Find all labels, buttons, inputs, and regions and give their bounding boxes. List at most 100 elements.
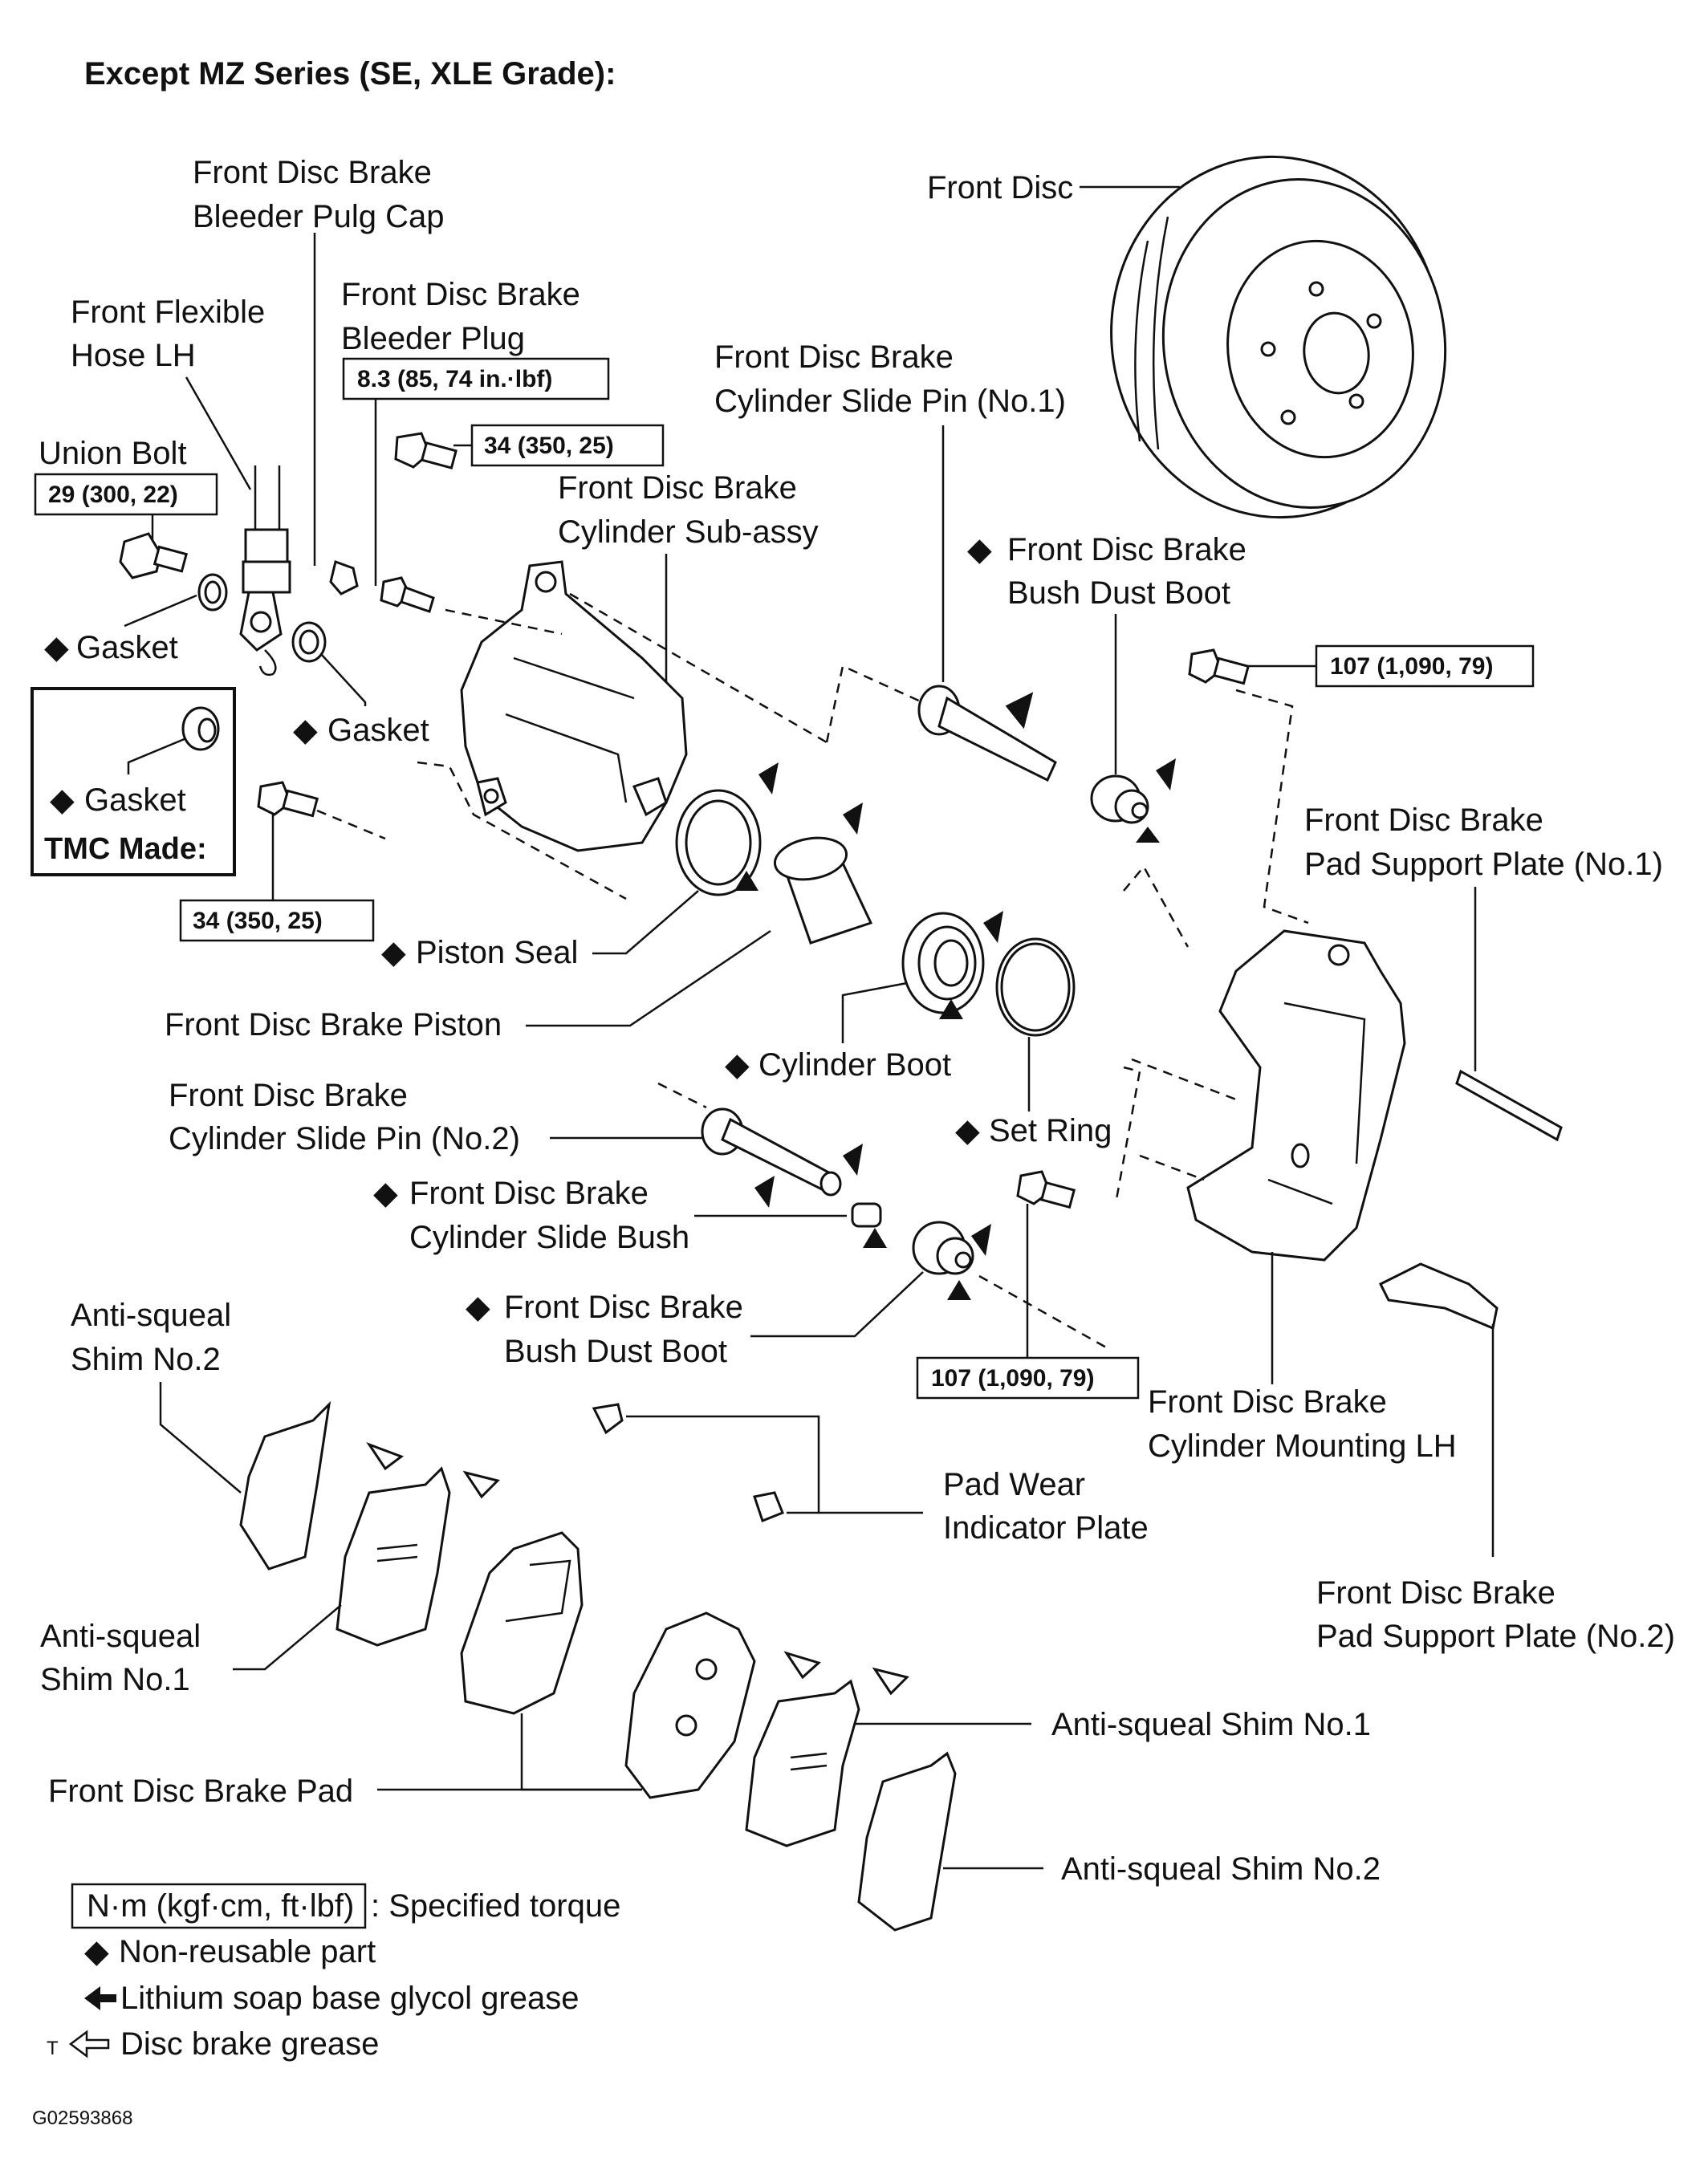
pad-wear-2-part — [753, 1491, 784, 1522]
legend-torque-desc: : Specified torque — [371, 1888, 620, 1924]
brake-pad-left-part — [460, 1531, 584, 1715]
diamond-gasket-tmc: ◆ — [50, 782, 75, 818]
shim2-left-part — [239, 1400, 331, 1571]
label-shim2-left-2: Shim No.2 — [71, 1342, 221, 1377]
torque-mount-top: 107 (1,090, 79) — [1330, 653, 1493, 680]
legend-diamond-icon: ◆ — [84, 1934, 109, 1969]
label-bush-boot-2-2: Bush Dust Boot — [504, 1334, 727, 1369]
bush-boot-1-part — [1090, 758, 1176, 843]
label-mounting-2: Cylinder Mounting LH — [1148, 1428, 1457, 1464]
flexible-hose — [239, 465, 291, 677]
legend: N·m (kgf·cm, ft·lbf) : Specified torque … — [47, 1883, 620, 2062]
mount-bolt-top-part — [1188, 648, 1250, 685]
label-pad-support-1-2: Pad Support Plate (No.1) — [1304, 847, 1663, 882]
legend-torque-unit: N·m (kgf·cm, ft·lbf) — [87, 1888, 354, 1924]
diagram-title: Except MZ Series (SE, XLE Grade): — [84, 56, 616, 91]
label-tmc-made: TMC Made: — [44, 832, 207, 866]
label-piston-seal: Piston Seal — [416, 935, 578, 970]
label-pad-wear-2: Indicator Plate — [943, 1510, 1149, 1546]
diamond-bush-boot-1: ◆ — [967, 532, 992, 567]
piston-seal-part — [675, 762, 779, 896]
bleeder-plug-part — [380, 576, 435, 613]
label-union-bolt: Union Bolt — [39, 436, 187, 471]
shim1-left-part — [336, 1466, 451, 1647]
bleeder-cap-part — [329, 560, 359, 595]
diamond-bush-boot-2: ◆ — [466, 1290, 490, 1325]
torque-box-bolt-left — [179, 899, 375, 942]
set-ring-part — [995, 937, 1076, 1037]
bolt-left-part — [257, 781, 319, 818]
label-piston: Front Disc Brake Piston — [165, 1007, 502, 1042]
label-slide-pin-2-1: Front Disc Brake — [169, 1078, 408, 1113]
diamond-gasket-1: ◆ — [44, 630, 69, 665]
label-slide-bush-1: Front Disc Brake — [409, 1176, 649, 1211]
label-set-ring: Set Ring — [989, 1113, 1112, 1148]
legend-disc-grease: Disc brake grease — [120, 2026, 379, 2062]
torque-union-bolt: 29 (300, 22) — [48, 482, 178, 508]
torque-box-mount-top — [1315, 644, 1535, 688]
torque-bleeder-plug: 8.3 (85, 74 in.·lbf) — [357, 366, 552, 392]
diamond-gasket-2: ◆ — [293, 713, 318, 748]
disc-grease-arrow-icon — [68, 2030, 110, 2058]
label-cylinder-boot: Cylinder Boot — [758, 1047, 951, 1083]
label-mounting-1: Front Disc Brake — [1148, 1384, 1387, 1420]
bolt-top-part — [394, 432, 458, 469]
label-slide-pin-1-1: Front Disc Brake — [714, 339, 954, 375]
label-flex-hose-1: Front Flexible — [71, 295, 265, 330]
label-gasket-tmc: Gasket — [84, 782, 186, 818]
torque-box-bolt-top — [470, 424, 665, 467]
pad-wear-1-part — [592, 1403, 624, 1435]
legend-lithium: Lithium soap base glycol grease — [120, 1981, 579, 2016]
shim1-right-part — [745, 1651, 909, 1847]
slide-pin-1-part — [917, 685, 1057, 782]
label-pad-support-2-1: Front Disc Brake — [1316, 1575, 1556, 1611]
slide-bush-part — [851, 1202, 887, 1248]
cylinder-mounting-part — [1186, 929, 1406, 1262]
label-front-disc: Front Disc — [927, 170, 1073, 205]
label-shim1-right: Anti-squeal Shim No.1 — [1051, 1707, 1371, 1742]
diamond-set-ring: ◆ — [955, 1113, 980, 1148]
label-flex-hose-2: Hose LH — [71, 338, 196, 373]
label-bleeder-plug-1: Front Disc Brake — [341, 277, 580, 312]
union-bolt — [119, 532, 189, 579]
label-pad-wear-1: Pad Wear — [943, 1467, 1085, 1502]
legend-torque-box — [71, 1883, 367, 1929]
torque-mount-bottom: 107 (1,090, 79) — [931, 1365, 1094, 1392]
mount-bolt-bottom-part — [1016, 1170, 1076, 1209]
figure-id: G02593868 — [32, 2107, 132, 2129]
label-bush-boot-1-1: Front Disc Brake — [1007, 532, 1246, 567]
label-bush-boot-2-1: Front Disc Brake — [504, 1290, 743, 1325]
lithium-grease-arrow-icon — [84, 1986, 116, 2010]
brake-pad-right-part — [624, 1611, 756, 1799]
label-gasket-1: Gasket — [76, 630, 178, 665]
label-bush-boot-1-2: Bush Dust Boot — [1007, 575, 1230, 611]
shim2-right-part — [857, 1751, 957, 1932]
label-slide-pin-2-2: Cylinder Slide Pin (No.2) — [169, 1121, 520, 1156]
diamond-cylinder-boot: ◆ — [725, 1047, 750, 1083]
diamond-slide-bush: ◆ — [373, 1176, 398, 1211]
label-bleeder-plug-2: Bleeder Plug — [341, 321, 525, 356]
torque-box-bleeder-plug — [342, 357, 610, 400]
pad-support-plate-1-part — [1455, 1069, 1563, 1142]
torque-bolt-top: 34 (350, 25) — [484, 433, 614, 459]
label-cylinder-sub-2: Cylinder Sub-assy — [558, 514, 819, 550]
label-shim1-left-1: Anti-squeal — [40, 1619, 201, 1654]
bush-boot-2-part — [912, 1221, 991, 1300]
label-shim2-right: Anti-squeal Shim No.2 — [1061, 1851, 1381, 1887]
label-slide-bush-2: Cylinder Slide Bush — [409, 1220, 689, 1255]
label-bleeder-cap-1: Front Disc Brake — [193, 155, 432, 190]
pad-support-plate-2-part — [1378, 1262, 1499, 1331]
label-slide-pin-1-2: Cylinder Slide Pin (No.1) — [714, 384, 1066, 419]
label-pad-support-1-1: Front Disc Brake — [1304, 803, 1543, 838]
diamond-piston-seal: ◆ — [381, 935, 406, 970]
label-cylinder-sub-1: Front Disc Brake — [558, 470, 797, 506]
piston-part — [773, 803, 873, 945]
label-gasket-2: Gasket — [327, 713, 429, 748]
label-pad-support-2-2: Pad Support Plate (No.2) — [1316, 1619, 1675, 1654]
label-shim1-left-2: Shim No.1 — [40, 1662, 190, 1697]
label-brake-pad: Front Disc Brake Pad — [48, 1774, 353, 1809]
slide-pin-2-part — [701, 1107, 863, 1208]
torque-bolt-left: 34 (350, 25) — [193, 908, 323, 934]
